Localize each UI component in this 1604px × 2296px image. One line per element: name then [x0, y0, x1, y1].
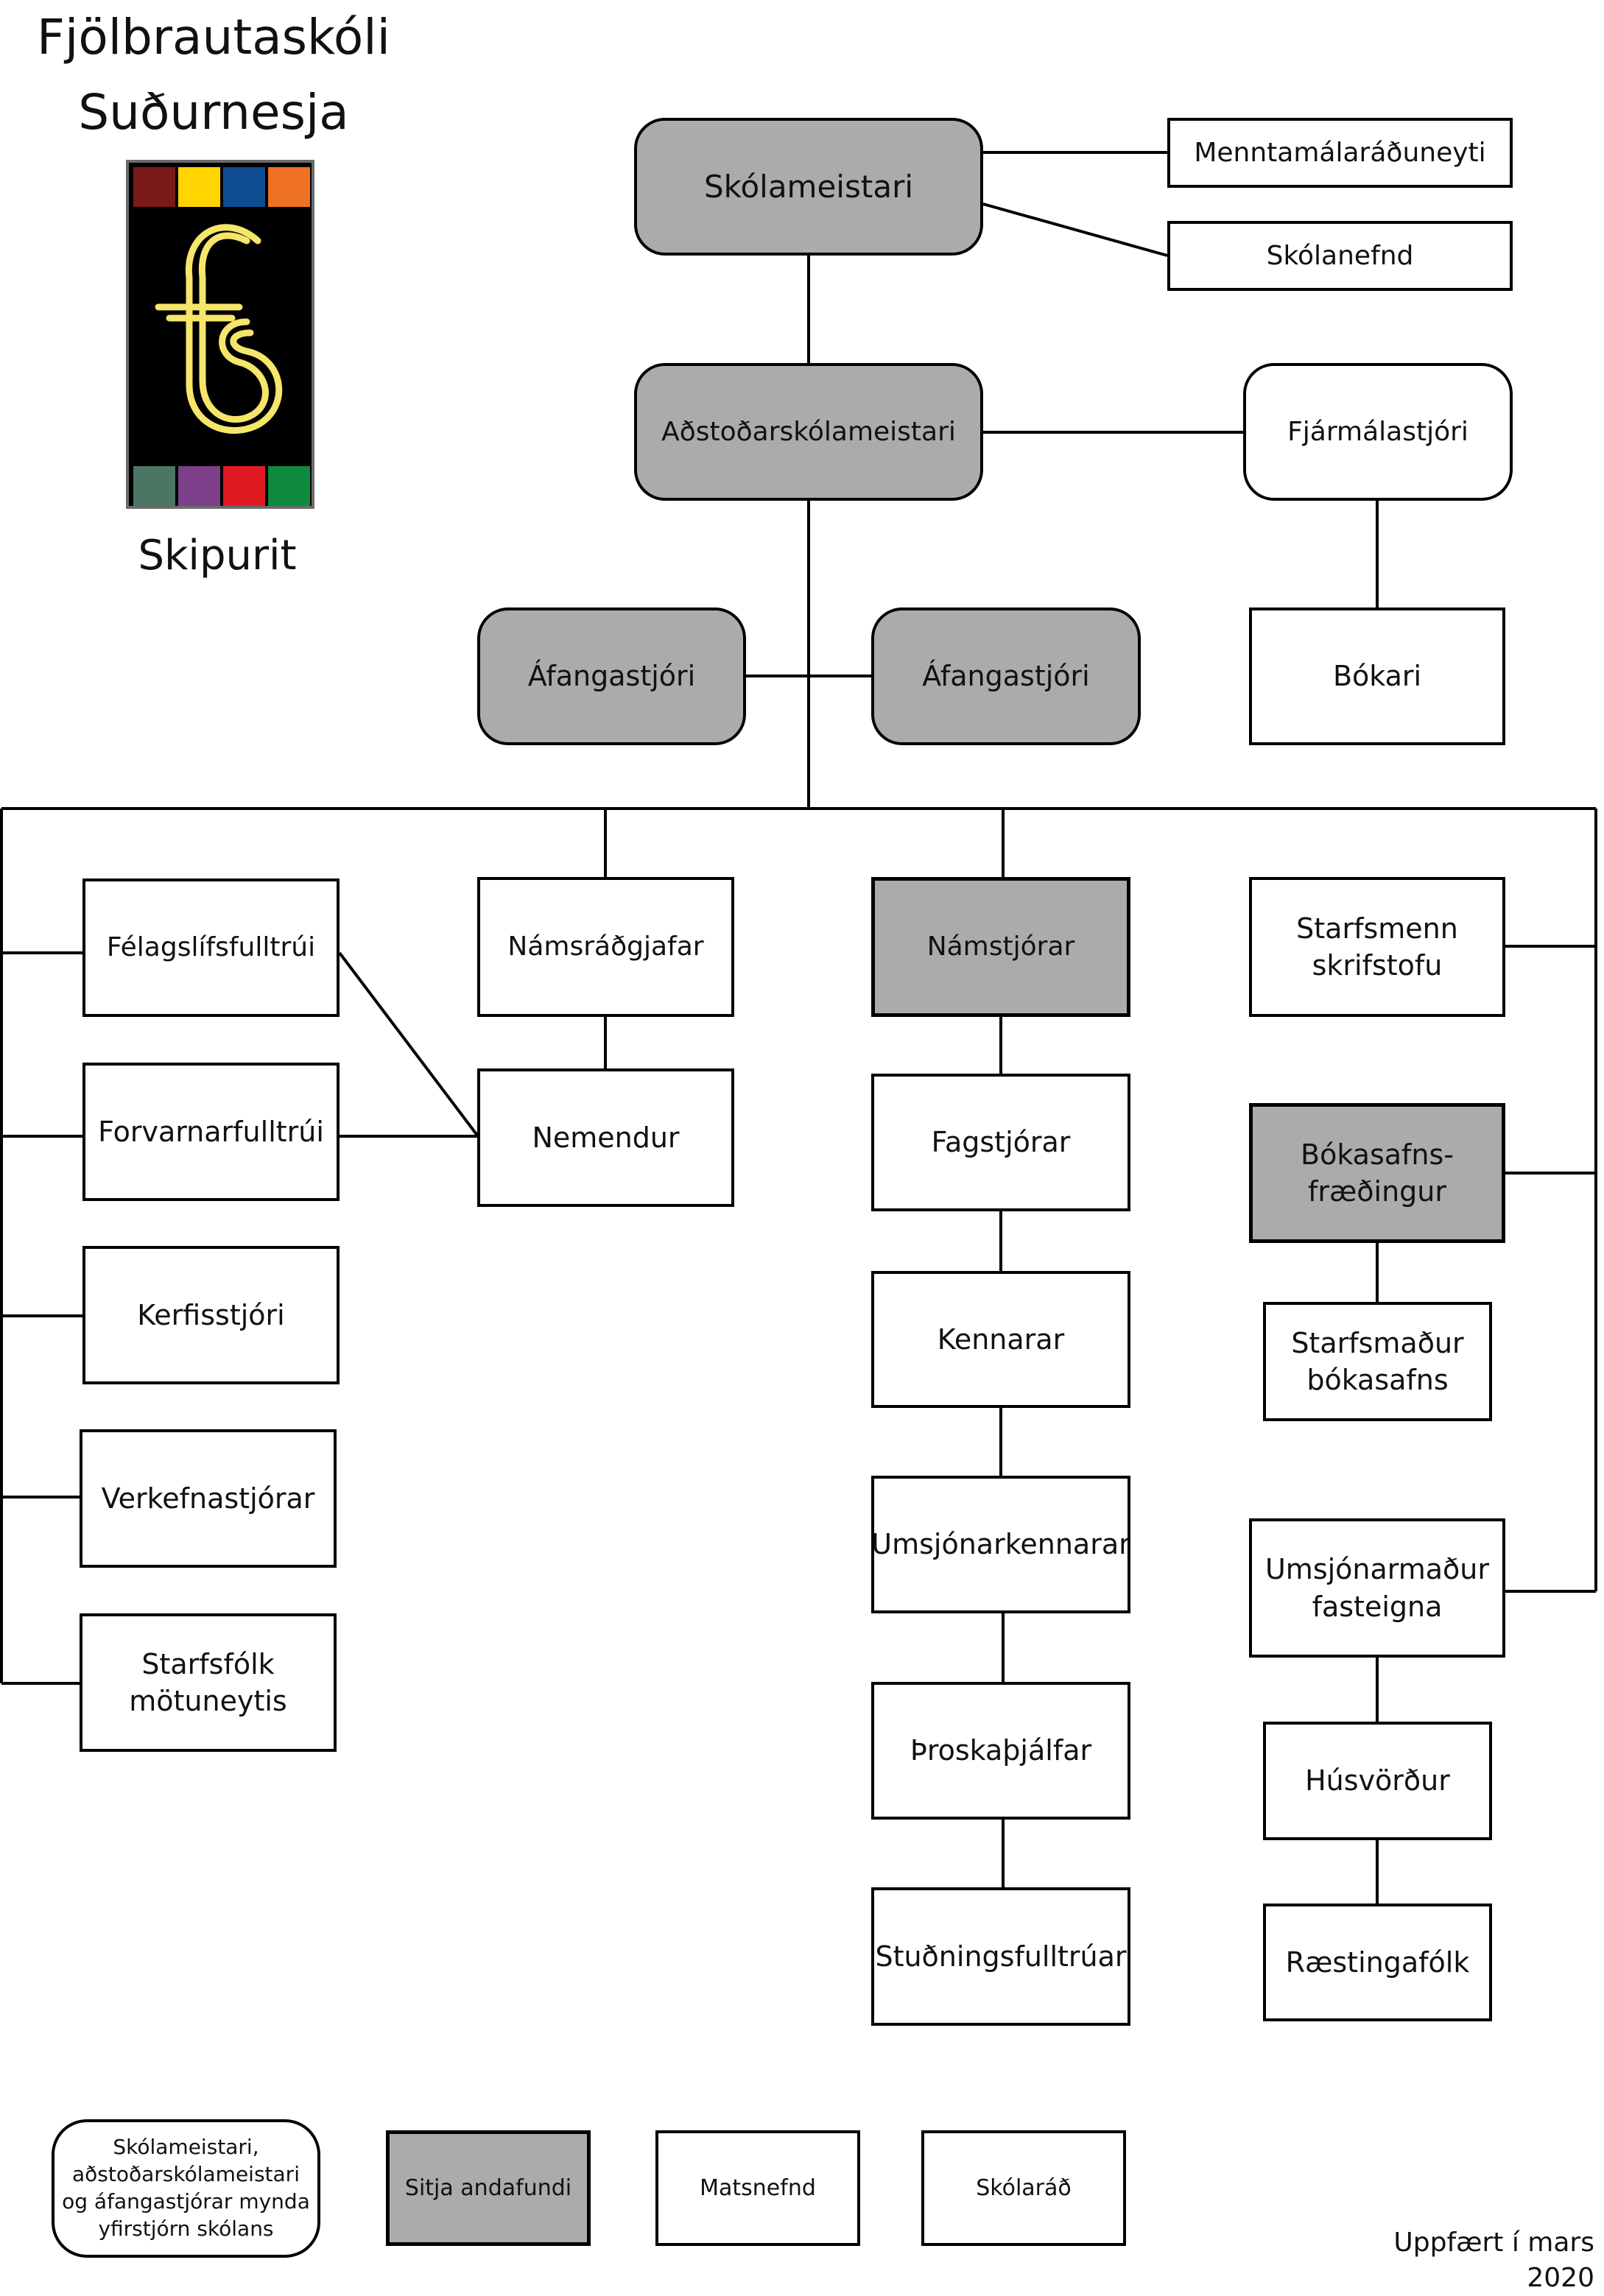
node-nemendur: Nemendur [477, 1068, 734, 1207]
logo-color-1 [133, 167, 175, 207]
node-label: Ræstingafólk [1285, 1945, 1470, 1979]
node-adstodarskolameistari: Aðstoðarskólameistari [634, 363, 983, 501]
node-label: Kennarar [937, 1323, 1065, 1356]
node-label: Menntamálaráðuneyti [1194, 137, 1486, 168]
node-umsjonarkennarar: Umsjónarkennarar [871, 1476, 1130, 1613]
node-starfsfolk-motuneytis: Starfsfólk mötuneytis [80, 1613, 337, 1752]
node-label: Stuðningsfulltrúar [875, 1940, 1127, 1973]
node-label: Fagstjórar [931, 1126, 1071, 1159]
node-kerfisstjori: Kerfisstjóri [82, 1246, 340, 1384]
node-studningsfulltruar: Stuðningsfulltrúar [871, 1887, 1130, 2026]
node-label: Félagslífsfulltrúi [106, 932, 316, 963]
legend-yfirstjorn: Skólameistari, aðstoðarskólameistari og … [52, 2119, 320, 2258]
node-verkefnastjorar: Verkefnastjórar [80, 1429, 337, 1568]
node-label: Starfsfólk mötuneytis [129, 1647, 287, 1717]
node-kennarar: Kennarar [871, 1271, 1130, 1408]
school-logo [126, 160, 314, 509]
node-afangastjori-2: Áfangastjóri [871, 608, 1141, 745]
node-label: Skólanefnd [1266, 240, 1414, 271]
node-skolameistari: Skólameistari [634, 118, 983, 256]
node-forvarnarfulltrui: Forvarnarfulltrúi [82, 1063, 340, 1201]
legend-skolarad: Skólaráð [921, 2130, 1126, 2246]
logo-color-4 [268, 167, 310, 207]
node-label: Aðstoðarskólameistari [661, 416, 956, 447]
legend-matsnefnd: Matsnefnd [655, 2130, 860, 2246]
node-label: Forvarnarfulltrúi [98, 1115, 324, 1148]
node-afangastjori-1: Áfangastjóri [477, 608, 746, 745]
node-label: Húsvörður [1305, 1764, 1450, 1797]
node-husvordur: Húsvörður [1263, 1722, 1492, 1840]
logo-color-3 [223, 167, 265, 207]
node-label: Áfangastjóri [527, 660, 696, 693]
logo-color-5 [133, 466, 175, 506]
node-fjarmalastjori: Fjármálastjóri [1243, 363, 1513, 501]
logo-color-2 [178, 167, 220, 207]
node-fagstjorar: Fagstjórar [871, 1074, 1130, 1211]
legend-label: Skólaráð [976, 2174, 1072, 2201]
node-skolanefnd: Skólanefnd [1167, 221, 1513, 291]
node-rastingafolk: Ræstingafólk [1263, 1904, 1492, 2021]
node-bokasafnsfraedingur: Bókasafns- fræðingur [1249, 1103, 1505, 1243]
node-umsjonarmadur-fasteigna: Umsjónarmaður fasteigna [1249, 1518, 1505, 1658]
node-label: Bókasafns- fræðingur [1301, 1138, 1454, 1208]
logo-color-8 [268, 466, 310, 506]
school-name: Fjölbrautaskóli Suðurnesja [37, 9, 390, 141]
node-label: Nemendur [532, 1121, 680, 1154]
node-label: Skólameistari [703, 168, 914, 205]
legend-label: Matsnefnd [700, 2174, 816, 2201]
node-label: Umsjónarkennarar [871, 1528, 1130, 1561]
node-starfsmenn-skrifstofu: Starfsmenn skrifstofu [1249, 877, 1505, 1017]
fs-monogram-icon [155, 224, 283, 434]
node-label: Áfangastjóri [922, 660, 1090, 693]
node-label: Þroskaþjálfar [910, 1734, 1092, 1767]
node-label: Verkefnastjórar [101, 1482, 315, 1515]
updated-note: Uppfært í mars 2020 [1393, 2228, 1594, 2293]
node-label: Fjármálastjóri [1287, 416, 1468, 447]
chart-subtitle: Skipurit [138, 532, 297, 580]
node-namsradgjafar: Námsráðgjafar [477, 877, 734, 1017]
logo-color-7 [223, 466, 265, 506]
node-label: Kerfisstjóri [137, 1298, 285, 1331]
node-label: Bókari [1332, 660, 1422, 693]
node-label: Starfsmenn skrifstofu [1296, 912, 1458, 982]
node-felagslifsfulltrui: Félagslífsfulltrúi [82, 878, 340, 1017]
node-label: Umsjónarmaður fasteigna [1264, 1553, 1490, 1623]
node-label: Námstjórar [926, 932, 1075, 962]
logo-color-6 [178, 466, 220, 506]
legend-andafundi: Sitja andafundi [386, 2130, 591, 2246]
legend-label: Skólameistari, aðstoðarskólameistari og … [62, 2135, 310, 2241]
node-starfsmadur-bokasafns: Starfsmaður bókasafns [1263, 1302, 1492, 1421]
legend-label: Sitja andafundi [404, 2174, 572, 2201]
node-throskathjalfar: Þroskaþjálfar [871, 1682, 1130, 1820]
node-label: Námsráðgjafar [507, 932, 704, 962]
node-namstjorar: Námstjórar [871, 877, 1130, 1017]
node-bokari: Bókari [1249, 608, 1505, 745]
node-menntamalaraduneyti: Menntamálaráðuneyti [1167, 118, 1513, 188]
node-label: Starfsmaður bókasafns [1291, 1326, 1464, 1396]
